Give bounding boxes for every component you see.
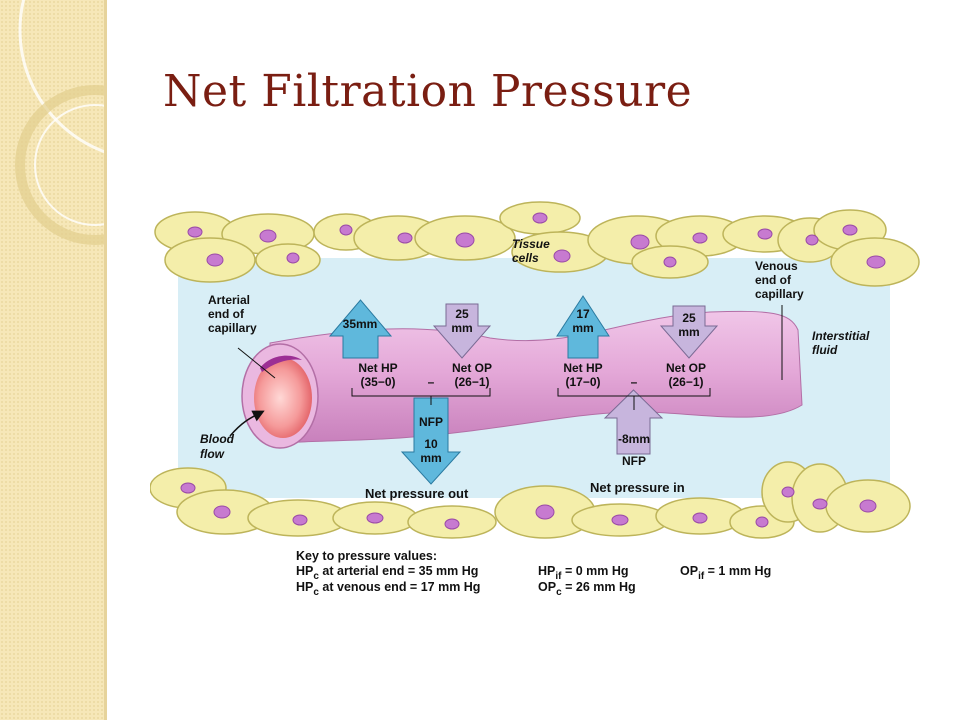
key-heading: Key to pressure values:	[296, 549, 437, 563]
interstitial-fluid-label-1: Interstitial	[812, 329, 870, 343]
arterial-hp-up-arrow	[328, 299, 393, 359]
tissue-cell-nuclei-top	[187, 212, 886, 269]
strip-edge	[104, 0, 107, 720]
endothelial-cell	[260, 355, 302, 372]
net-pressure-in-label: Net pressure in	[590, 480, 685, 495]
venous-end-label-2: end of	[755, 273, 792, 287]
arterial-nfp-unit: mm	[420, 451, 441, 465]
venous-net-hp-calc: (17−0)	[565, 375, 600, 389]
venous-hp-up-arrow	[556, 295, 610, 359]
arterial-end-label-3: capillary	[208, 321, 257, 335]
net-filtration-diagram: 35mm 25 mm NFP 10 mm 17 mm 25 mm -8mm NF…	[150, 201, 920, 598]
interstitial-fluid-label-2: fluid	[812, 343, 838, 357]
arterial-nfp-value: 10	[424, 437, 438, 451]
arterial-net-op-calc: (26−1)	[454, 375, 489, 389]
arterial-bracket	[351, 388, 491, 397]
venous-nfp-value: -8mm	[618, 432, 650, 446]
arterial-net-op: Net OP	[452, 361, 492, 375]
arterial-end-pointer	[237, 347, 276, 379]
arterial-op-down-arrow	[432, 303, 492, 359]
blood-flow-arrow	[229, 410, 265, 437]
key-opif: OPif = 1 mm Hg	[680, 564, 771, 582]
venous-minus: –	[631, 375, 638, 389]
key-hpc-venous: HPc at venous end = 17 mm Hg	[296, 580, 480, 598]
venous-hp-value-1: 17	[576, 307, 590, 321]
key-hpif: HPif = 0 mm Hg	[538, 564, 629, 582]
venous-end-label-1: Venous	[755, 259, 798, 273]
capillary-lumen	[254, 358, 312, 438]
tissue-cells-label-2: cells	[512, 251, 539, 265]
arterial-minus: –	[428, 375, 435, 389]
blood-flow-label-2: flow	[200, 447, 225, 461]
arterial-net-hp-calc: (35−0)	[360, 375, 395, 389]
venous-end-label-3: capillary	[755, 287, 804, 301]
venous-op-value-1: 25	[682, 311, 696, 325]
arterial-end-label-1: Arterial	[208, 293, 250, 307]
arterial-end-label-2: end of	[208, 307, 245, 321]
decorative-circles	[15, 0, 282, 245]
capillary-tube	[269, 310, 803, 446]
venous-hp-value-2: mm	[572, 321, 593, 335]
net-pressure-out-label: Net pressure out	[365, 486, 469, 501]
arterial-op-value-2: mm	[451, 321, 472, 335]
venous-op-value-2: mm	[678, 325, 699, 339]
tissue-cells-label-1: Tissue	[512, 237, 550, 251]
arterial-op-value-1: 25	[455, 307, 469, 321]
page-title: Net Filtration Pressure	[163, 66, 693, 117]
blood-flow-label-1: Blood	[200, 432, 235, 446]
venous-op-down-arrow	[659, 305, 719, 359]
venous-net-op: Net OP	[666, 361, 706, 375]
venous-net-op-calc: (26−1)	[668, 375, 703, 389]
arterial-hp-value: 35mm	[343, 317, 378, 331]
key-hpc-arterial: HPc at arterial end = 35 mm Hg	[296, 564, 478, 582]
decorative-side-strip	[0, 0, 282, 720]
key-opc: OPc = 26 mm Hg	[538, 580, 636, 598]
tissue-cell-nuclei-bottom	[180, 482, 877, 530]
arterial-net-hp: Net HP	[358, 361, 397, 375]
arterial-nfp-down-arrow	[400, 397, 462, 485]
venous-net-hp: Net HP	[563, 361, 602, 375]
venous-nfp-up-arrow	[603, 389, 664, 455]
arterial-nfp-label: NFP	[419, 415, 443, 429]
venous-nfp-label: NFP	[622, 454, 646, 468]
